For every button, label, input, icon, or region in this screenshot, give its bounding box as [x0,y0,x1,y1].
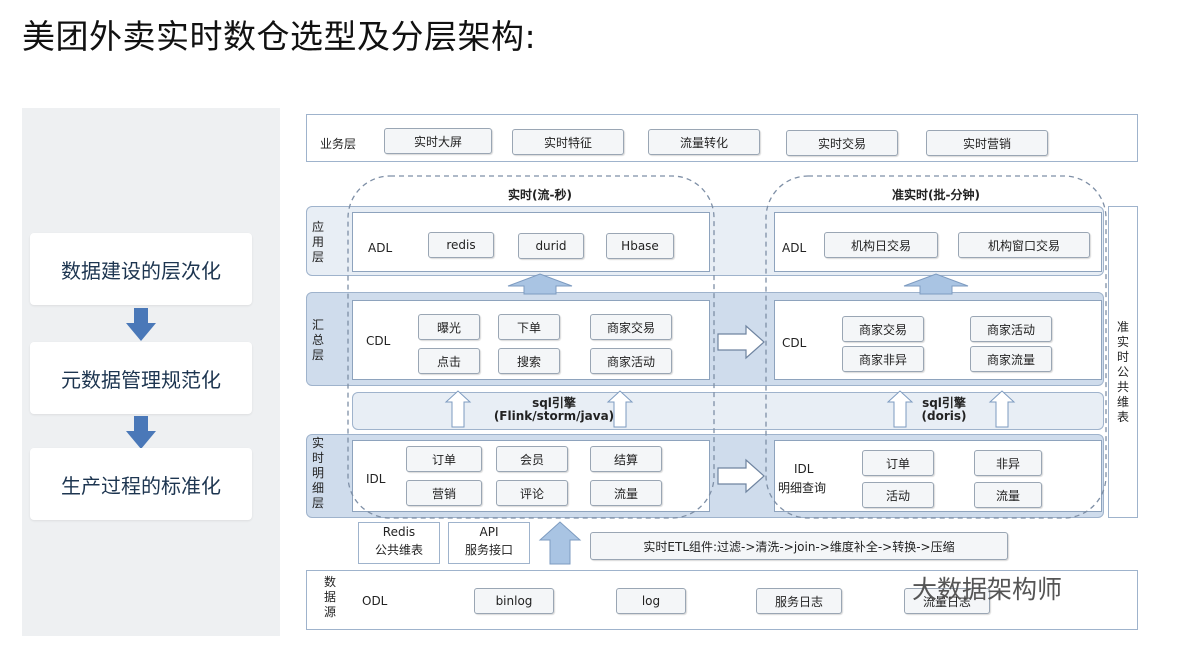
up-arrow-icon [988,390,1016,428]
near-realtime-title: 准实时(批-分钟) [892,188,980,202]
business-item: 流量转化 [648,129,760,155]
odl-item: binlog [474,588,554,614]
cdl-item: 曝光 [418,314,480,340]
adl-item: redis [428,232,494,258]
data-source-label: 数据源 [323,575,336,619]
business-item: 实时特征 [512,129,624,155]
down-arrow-icon [126,308,156,341]
idl-item: 订单 [406,446,482,472]
cdl-item: 商家交易 [590,314,672,340]
up-arrow-icon [903,273,969,295]
business-layer-label: 业务层 [320,137,357,151]
idl-near-realtime-box [774,440,1102,512]
redis-sub-label: 公共维表 [374,543,423,557]
cdl-item: 商家活动 [970,316,1052,342]
up-arrow-icon [444,390,472,428]
step-standardization: 生产过程的标准化 [30,448,252,520]
adl-label: ADL [782,241,807,255]
up-arrow-icon [606,390,634,428]
side-table-label: 准实时公共维表 [1116,320,1129,424]
cdl-item: 商家活动 [590,348,672,374]
realtime-title: 实时(流-秒) [508,188,572,202]
adl-item: Hbase [606,233,674,259]
watermark-text: 大数据架构师 [912,575,1063,604]
cdl-item: 搜索 [498,348,560,374]
api-sub-label: 服务接口 [464,543,513,557]
cdl-item: 商家非异 [842,346,924,372]
sql-engine-band [352,392,1104,430]
idl-item: 营销 [406,480,482,506]
idl-item: 活动 [862,482,934,508]
page-title: 美团外卖实时数仓选型及分层架构: [22,17,537,56]
cdl-item: 点击 [418,348,480,374]
down-arrow-icon [126,416,156,449]
architecture-diagram: 业务层 实时大屏 实时特征 流量转化 实时交易 实时营销 准实时公共维表 应用层… [300,108,1148,636]
idl-item: 会员 [496,446,568,472]
step-hierarchy: 数据建设的层次化 [30,233,252,305]
principles-panel: 数据建设的层次化 元数据管理规范化 生产过程的标准化 [22,108,280,636]
up-arrow-icon [507,273,573,295]
idl-item: 流量 [590,480,662,506]
cdl-label: CDL [782,336,807,350]
api-service-box [448,522,530,564]
up-arrow-icon [886,390,914,428]
idl-label: IDL [794,462,814,476]
idl-item: 流量 [974,482,1042,508]
realtime-region [347,175,715,519]
summary-layer-label: 汇总层 [311,318,324,362]
idl-item: 订单 [862,450,934,476]
redis-dimension-box [358,522,440,564]
data-source-layer [306,570,1138,630]
sql-engine-title: sql引擎 [922,396,966,410]
idl-label: IDL [366,472,386,486]
up-arrow-icon [538,521,582,565]
idl-item: 非异 [974,450,1042,476]
adl-item: 机构日交易 [824,232,938,258]
cdl-label: CDL [366,334,391,348]
idl-item: 结算 [590,446,662,472]
near-realtime-region [765,175,1107,519]
cdl-item: 商家流量 [970,346,1052,372]
sql-engine-sub: (doris) [921,409,967,423]
side-dimension-table [1108,206,1138,518]
odl-item: log [616,588,686,614]
sql-engine-sub: (Flink/storm/java) [493,409,615,423]
adl-item: 机构窗口交易 [958,232,1090,258]
cdl-item: 商家交易 [842,316,924,342]
odl-item: 流量日志 [904,588,990,614]
etl-component: 实时ETL组件:过滤->清洗->join->维度补全->转换->压缩 [590,532,1008,560]
step-metadata: 元数据管理规范化 [30,342,252,414]
odl-item: 服务日志 [756,588,842,614]
sql-engine-title: sql引擎 [532,396,576,410]
odl-label: ODL [362,594,388,608]
cdl-item: 下单 [498,314,560,340]
api-label: API [479,525,499,539]
business-item: 实时营销 [926,130,1048,156]
diagram-overlay [347,175,1107,565]
adl-label: ADL [368,241,393,255]
adl-item: durid [518,233,584,259]
right-arrow-icon [717,458,765,494]
redis-label: Redis [382,525,416,539]
detail-layer-label: 实时明细层 [311,436,324,510]
app-layer-label: 应用层 [311,220,324,264]
business-item: 实时交易 [786,130,898,156]
right-arrow-icon [717,324,765,360]
idl-item: 评论 [496,480,568,506]
idl-query-label: 明细查询 [778,481,827,495]
business-item: 实时大屏 [384,128,492,154]
